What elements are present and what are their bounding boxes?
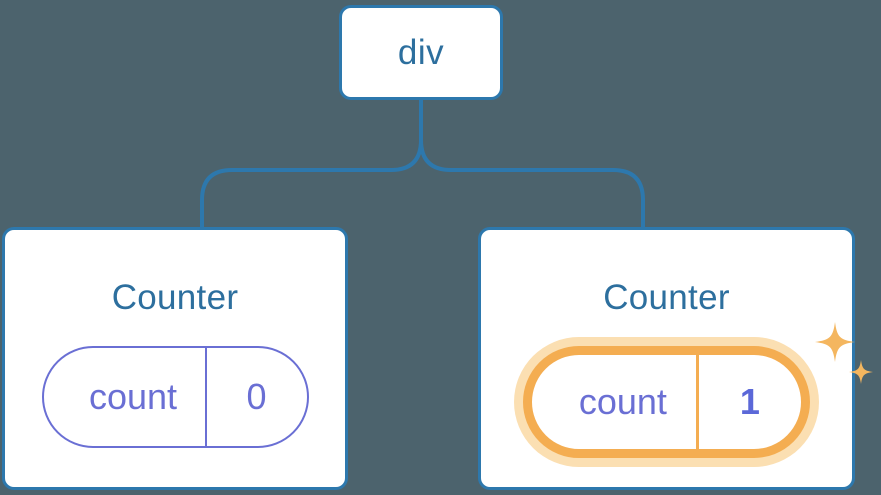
connector-left bbox=[200, 98, 423, 229]
state-value-right: 1 bbox=[739, 381, 760, 422]
state-value-cell-left: 0 bbox=[207, 348, 307, 446]
state-key-cell-right: count bbox=[532, 355, 699, 449]
card-counter-right[interactable]: Counter count 1 bbox=[478, 227, 873, 490]
state-pill-wrap-left: count 0 bbox=[41, 346, 309, 448]
state-key-left: count bbox=[88, 376, 178, 417]
node-div[interactable]: div bbox=[339, 5, 503, 100]
sparkle-large-icon bbox=[815, 322, 855, 362]
sparkle-icon bbox=[815, 322, 873, 384]
node-div-label: div bbox=[397, 32, 445, 72]
connector-right bbox=[419, 98, 645, 229]
state-pill-right[interactable]: count 1 bbox=[523, 346, 810, 458]
sparkle-small-icon bbox=[849, 360, 873, 384]
state-value-cell-right: 1 bbox=[699, 355, 801, 449]
state-key-right: count bbox=[578, 381, 667, 422]
card-title-right: Counter bbox=[603, 278, 730, 317]
state-value-left: 0 bbox=[246, 376, 267, 417]
state-pill-wrap-right: count 1 bbox=[523, 322, 873, 458]
state-key-cell-left: count bbox=[44, 348, 207, 446]
state-pill-left[interactable]: count 0 bbox=[41, 346, 309, 448]
card-title-left: Counter bbox=[111, 278, 239, 317]
card-counter-left[interactable]: Counter count 0 bbox=[2, 227, 348, 490]
